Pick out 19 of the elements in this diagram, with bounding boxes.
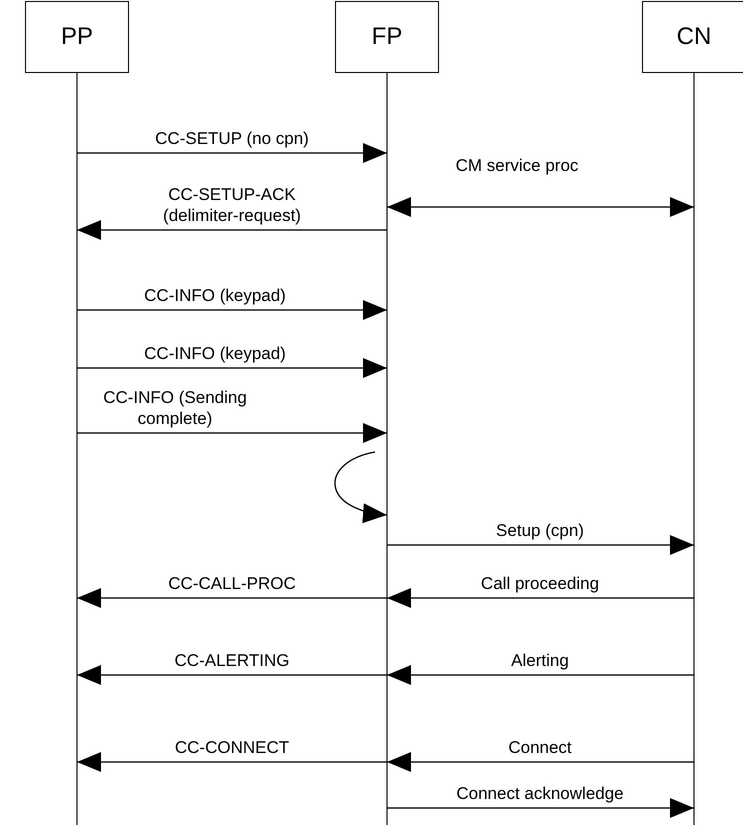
participant-box: PP bbox=[25, 1, 129, 73]
message-arrow bbox=[387, 197, 694, 217]
message-arrow bbox=[77, 358, 387, 378]
message-arrow bbox=[77, 143, 387, 163]
message-arrow bbox=[387, 535, 694, 555]
message-arrow bbox=[77, 220, 387, 240]
message-arrow bbox=[77, 300, 387, 320]
message-arrow bbox=[77, 423, 387, 443]
message-arrow bbox=[334, 451, 388, 522]
message-arrow bbox=[387, 798, 694, 818]
participant-box: FP bbox=[335, 1, 439, 73]
message-arrow bbox=[387, 665, 694, 685]
participant-box: CN bbox=[642, 1, 743, 73]
lifeline bbox=[642, 1, 743, 825]
message-arrow bbox=[77, 752, 387, 772]
message-arrow bbox=[77, 665, 387, 685]
message-arrow bbox=[77, 588, 387, 608]
message-arrow bbox=[387, 588, 694, 608]
message-arrow bbox=[387, 752, 694, 772]
